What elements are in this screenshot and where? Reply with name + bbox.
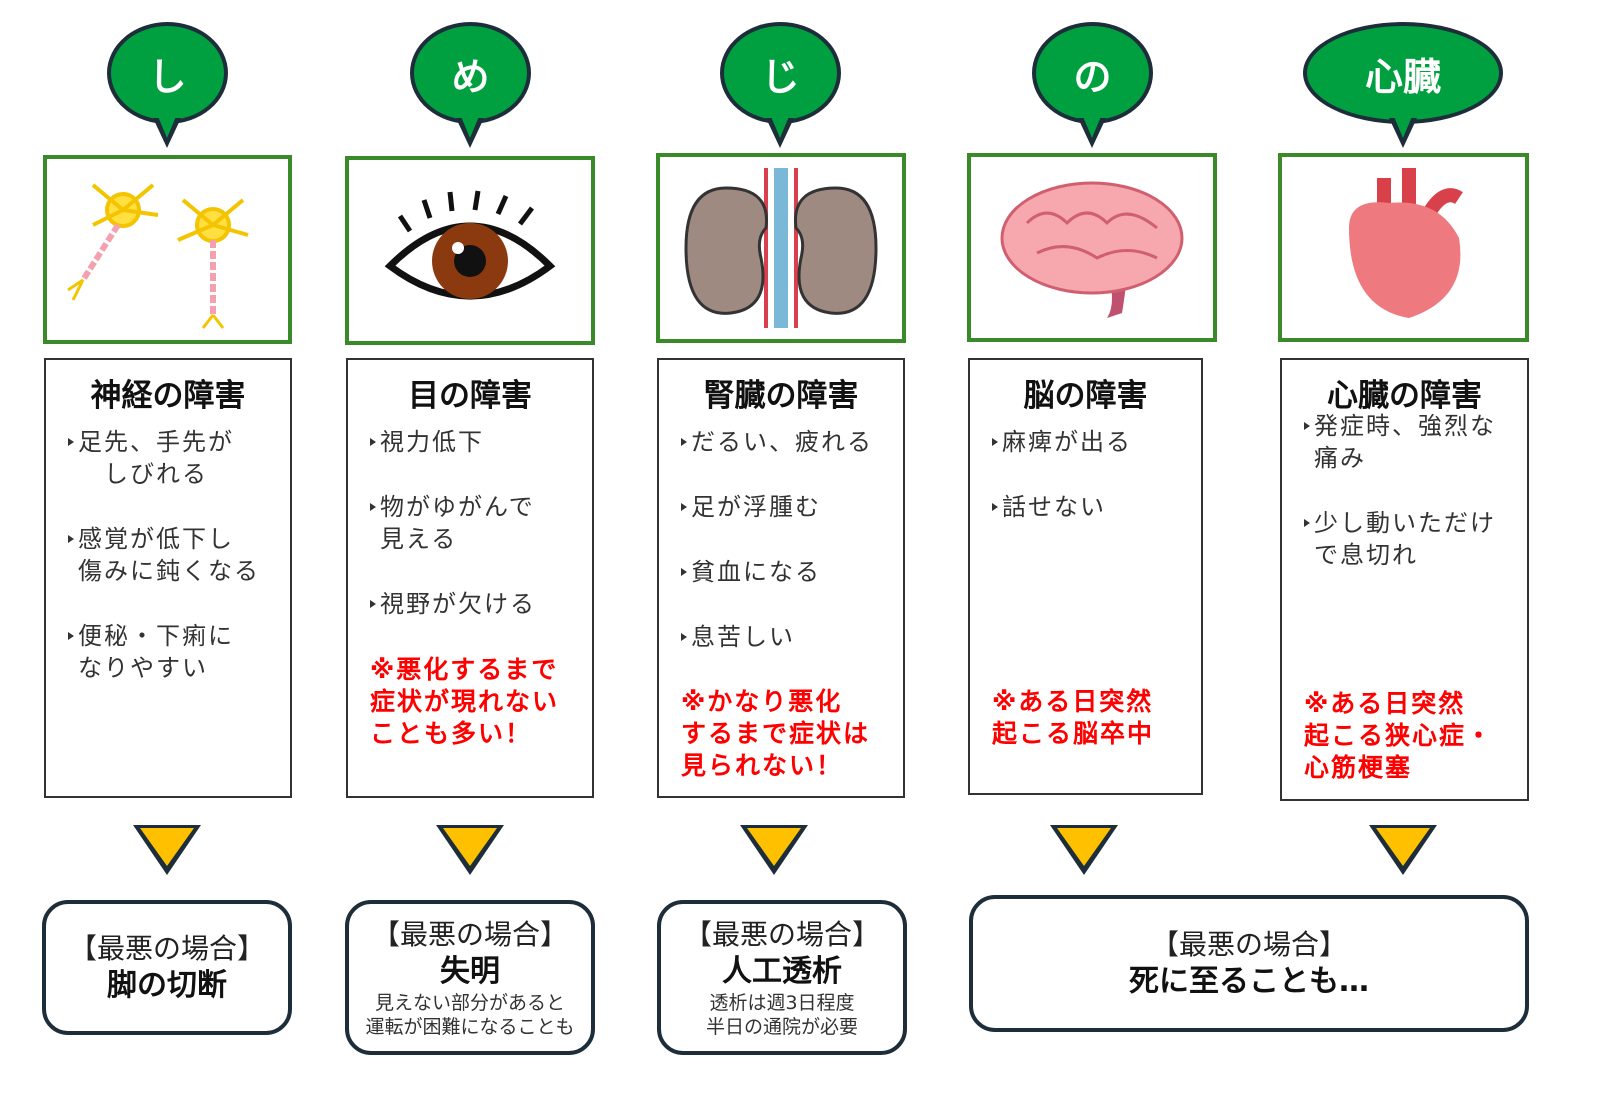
down-arrow-icon (133, 825, 201, 875)
bubble-tail (1389, 114, 1417, 148)
symptom: 感覚が低下し 傷みに鈍くなる (68, 523, 282, 587)
symptom: 発症時、強烈な 痛み (1304, 410, 1519, 474)
kidney-icon (684, 168, 878, 328)
result-death: 【最悪の場合】 死に至ることも… (969, 895, 1529, 1032)
result-main: 死に至ることも… (1129, 963, 1369, 999)
result-header: 【最悪の場合】 (1150, 927, 1347, 961)
brain-disorder-box: 脳の障害 麻痺が出る 話せない ※ある日突然 起こる脳卒中 (968, 358, 1203, 795)
result-header: 【最悪の場合】 (68, 931, 265, 965)
neuron-icon (66, 182, 249, 329)
eye-icon (384, 190, 556, 299)
bubble-tail (456, 114, 484, 148)
result-dialysis: 【最悪の場合】 人工透析 透析は週3日程度 半日の通院が必要 (657, 900, 907, 1055)
kidney-disorder-box: 腎臓の障害 だるい、疲れる 足が浮腫む 貧血になる 息苦しい ※かなり悪化 する… (657, 358, 905, 798)
bubble-tail (766, 114, 794, 148)
result-main: 脚の切断 (107, 967, 227, 1003)
brain-image (967, 153, 1217, 342)
down-arrow-icon (1369, 825, 1437, 875)
brain-icon (1000, 181, 1184, 318)
symptom: 便秘・下痢に なりやすい (68, 620, 282, 684)
symptom: 息苦しい (681, 621, 895, 653)
warning-note: ※悪化するまで 症状が現れない ことも多い！ (370, 655, 560, 748)
result-amputation: 【最悪の場合】 脚の切断 (42, 900, 292, 1035)
symptom: 麻痺が出る (992, 426, 1193, 458)
heart-disorder-box: 心臓の障害 発症時、強烈な 痛み 少し動いただけ で息切れ ※ある日突然 起こる… (1280, 358, 1529, 801)
eye-image (345, 156, 595, 345)
result-main: 人工透析 (722, 953, 842, 989)
symptom: 視力低下 (370, 426, 584, 458)
bubble-no: の (1032, 22, 1153, 124)
eye-disorder-box: 目の障害 視力低下 物がゆがんで 見える 視野が欠ける ※悪化するまで 症状が現… (346, 358, 594, 798)
symptom: だるい、疲れる (681, 426, 895, 458)
bubble-shi: し (107, 22, 228, 124)
title: 目の障害 (408, 378, 532, 414)
warning-note: ※かなり悪化 するまで症状は 見られない！ (681, 687, 871, 780)
down-arrow-icon (740, 825, 808, 875)
down-arrow-icon (436, 825, 504, 875)
bubble-ji: じ (720, 22, 841, 124)
symptom: 足先、手先が しびれる (68, 426, 282, 490)
symptom: 少し動いただけ で息切れ (1304, 507, 1519, 571)
symptom: 話せない (992, 491, 1193, 523)
symptom: 足が浮腫む (681, 491, 895, 523)
kidney-image (656, 153, 906, 343)
symptom: 物がゆがんで 見える (370, 491, 584, 555)
neuron-image (43, 155, 292, 344)
result-blindness: 【最悪の場合】 失明 見えない部分があると 運転が困難になることも (345, 900, 595, 1055)
result-main: 失明 (440, 953, 500, 989)
result-header: 【最悪の場合】 (683, 917, 880, 951)
result-sub: 見えない部分があると 運転が困難になることも (365, 991, 575, 1038)
nerve-disorder-box: 神経の障害 足先、手先が しびれる 感覚が低下し 傷みに鈍くなる 便秘・下痢に … (44, 358, 292, 798)
bubble-me: め (410, 22, 531, 124)
down-arrow-icon (1050, 825, 1118, 875)
heart-icon (1348, 167, 1463, 318)
title: 心臓の障害 (1327, 378, 1482, 414)
title: 腎臓の障害 (703, 378, 859, 414)
title: 神経の障害 (90, 378, 246, 414)
bubble-tail (1078, 114, 1106, 148)
bubble-heart: 心臓 (1303, 22, 1503, 124)
symptom: 貧血になる (681, 556, 895, 588)
result-header: 【最悪の場合】 (371, 917, 568, 951)
heart-image (1278, 153, 1529, 342)
bubble-tail (153, 114, 181, 148)
result-sub: 透析は週3日程度 半日の通院が必要 (705, 991, 858, 1038)
title: 脳の障害 (1023, 378, 1148, 414)
symptom: 視野が欠ける (370, 588, 584, 620)
warning-note: ※ある日突然 起こる狭心症・ 心筋梗塞 (1304, 689, 1494, 782)
warning-note: ※ある日突然 起こる脳卒中 (992, 687, 1155, 748)
